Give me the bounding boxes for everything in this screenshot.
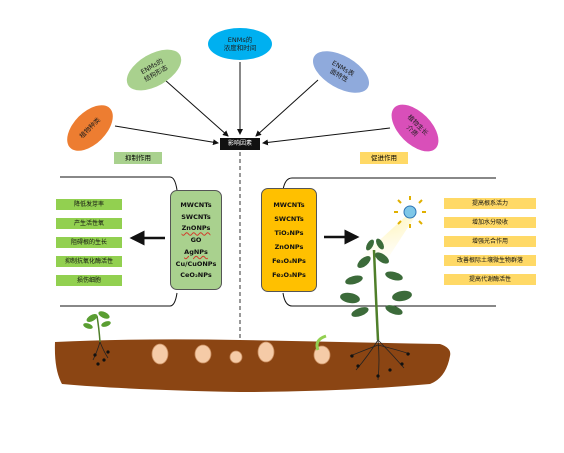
- influencing-factors-box: 影响因素: [220, 138, 260, 150]
- inhibit-material: CeO₂NPs: [180, 271, 212, 280]
- sunlight-beam: [360, 216, 414, 258]
- inhibit-material: ZnONPs: [181, 224, 211, 233]
- seeds: [151, 334, 331, 365]
- promote-effect: 增强光合作用: [444, 236, 536, 247]
- inhibit-effect: 产生活性氧: [56, 218, 122, 229]
- promote-label: 促进作用: [360, 152, 408, 164]
- inhibit-material: AgNPs: [184, 247, 208, 256]
- promote-material: ZnONPs: [274, 243, 304, 251]
- promote-effect: 改善根际土壤微生物群落: [444, 255, 536, 266]
- promote-material: TiO₂NPs: [274, 229, 304, 237]
- arrow-f1: [114, 125, 219, 146]
- factor-structure-morphology-label: ENMs的 结构形态: [139, 56, 170, 84]
- large-plant: [340, 238, 412, 381]
- small-seedling: [83, 311, 111, 366]
- arrow-f4: [255, 79, 319, 137]
- promote-material: Fe₃O₄NPs: [272, 257, 306, 265]
- inhibit-materials-box: MWCNTs SWCNTs ZnONPs GO AgNPs Cu/CuONPs …: [170, 190, 222, 290]
- left-bracket-top: [60, 176, 178, 191]
- right-bracket-bottom: [282, 292, 496, 307]
- factor-concentration-time: ENMs的 浓度和时间: [208, 28, 272, 60]
- factor-concentration-time-label: ENMs的 浓度和时间: [223, 36, 257, 52]
- soil: [54, 339, 451, 392]
- promote-effect: 提高根系活力: [444, 198, 536, 209]
- promote-effect: 提高代谢酶活性: [444, 274, 536, 285]
- promote-materials-box: MWCNTs SWCNTs TiO₂NPs ZnONPs Fe₃O₄NPs Fe…: [261, 188, 317, 292]
- inhibit-label: 抑制作用: [114, 152, 162, 164]
- factor-growth-medium-label: 植物生长 介质: [404, 113, 430, 139]
- inhibit-effect: 阻碍根的生长: [56, 237, 122, 248]
- arrow-f5: [262, 127, 391, 146]
- promote-material: SWCNTs: [274, 215, 304, 223]
- arrow-f2: [164, 79, 229, 137]
- inhibit-effect: 抑制抗氧化酶活性: [56, 256, 122, 267]
- inhibit-effect: 损伤细胞: [56, 275, 122, 286]
- right-bracket-top: [282, 177, 496, 191]
- sun-icon: [394, 196, 426, 228]
- inhibit-effect: 降低发芽率: [56, 199, 122, 210]
- left-bracket-bottom: [60, 292, 178, 307]
- promote-effect: 增加水分吸收: [444, 217, 536, 228]
- inhibit-material: GO: [190, 236, 202, 244]
- factor-surface-properties-label: ENMs表 面特性: [328, 58, 356, 84]
- promote-material: Fe₂O₃NPs: [272, 271, 306, 279]
- inhibit-material: SWCNTs: [181, 212, 211, 221]
- inhibit-material: MWCNTs: [180, 200, 212, 209]
- promote-material: MWCNTs: [273, 201, 305, 209]
- factor-plant-species-label: 植物种类: [77, 115, 103, 141]
- inhibit-material: Cu/CuONPs: [175, 259, 217, 268]
